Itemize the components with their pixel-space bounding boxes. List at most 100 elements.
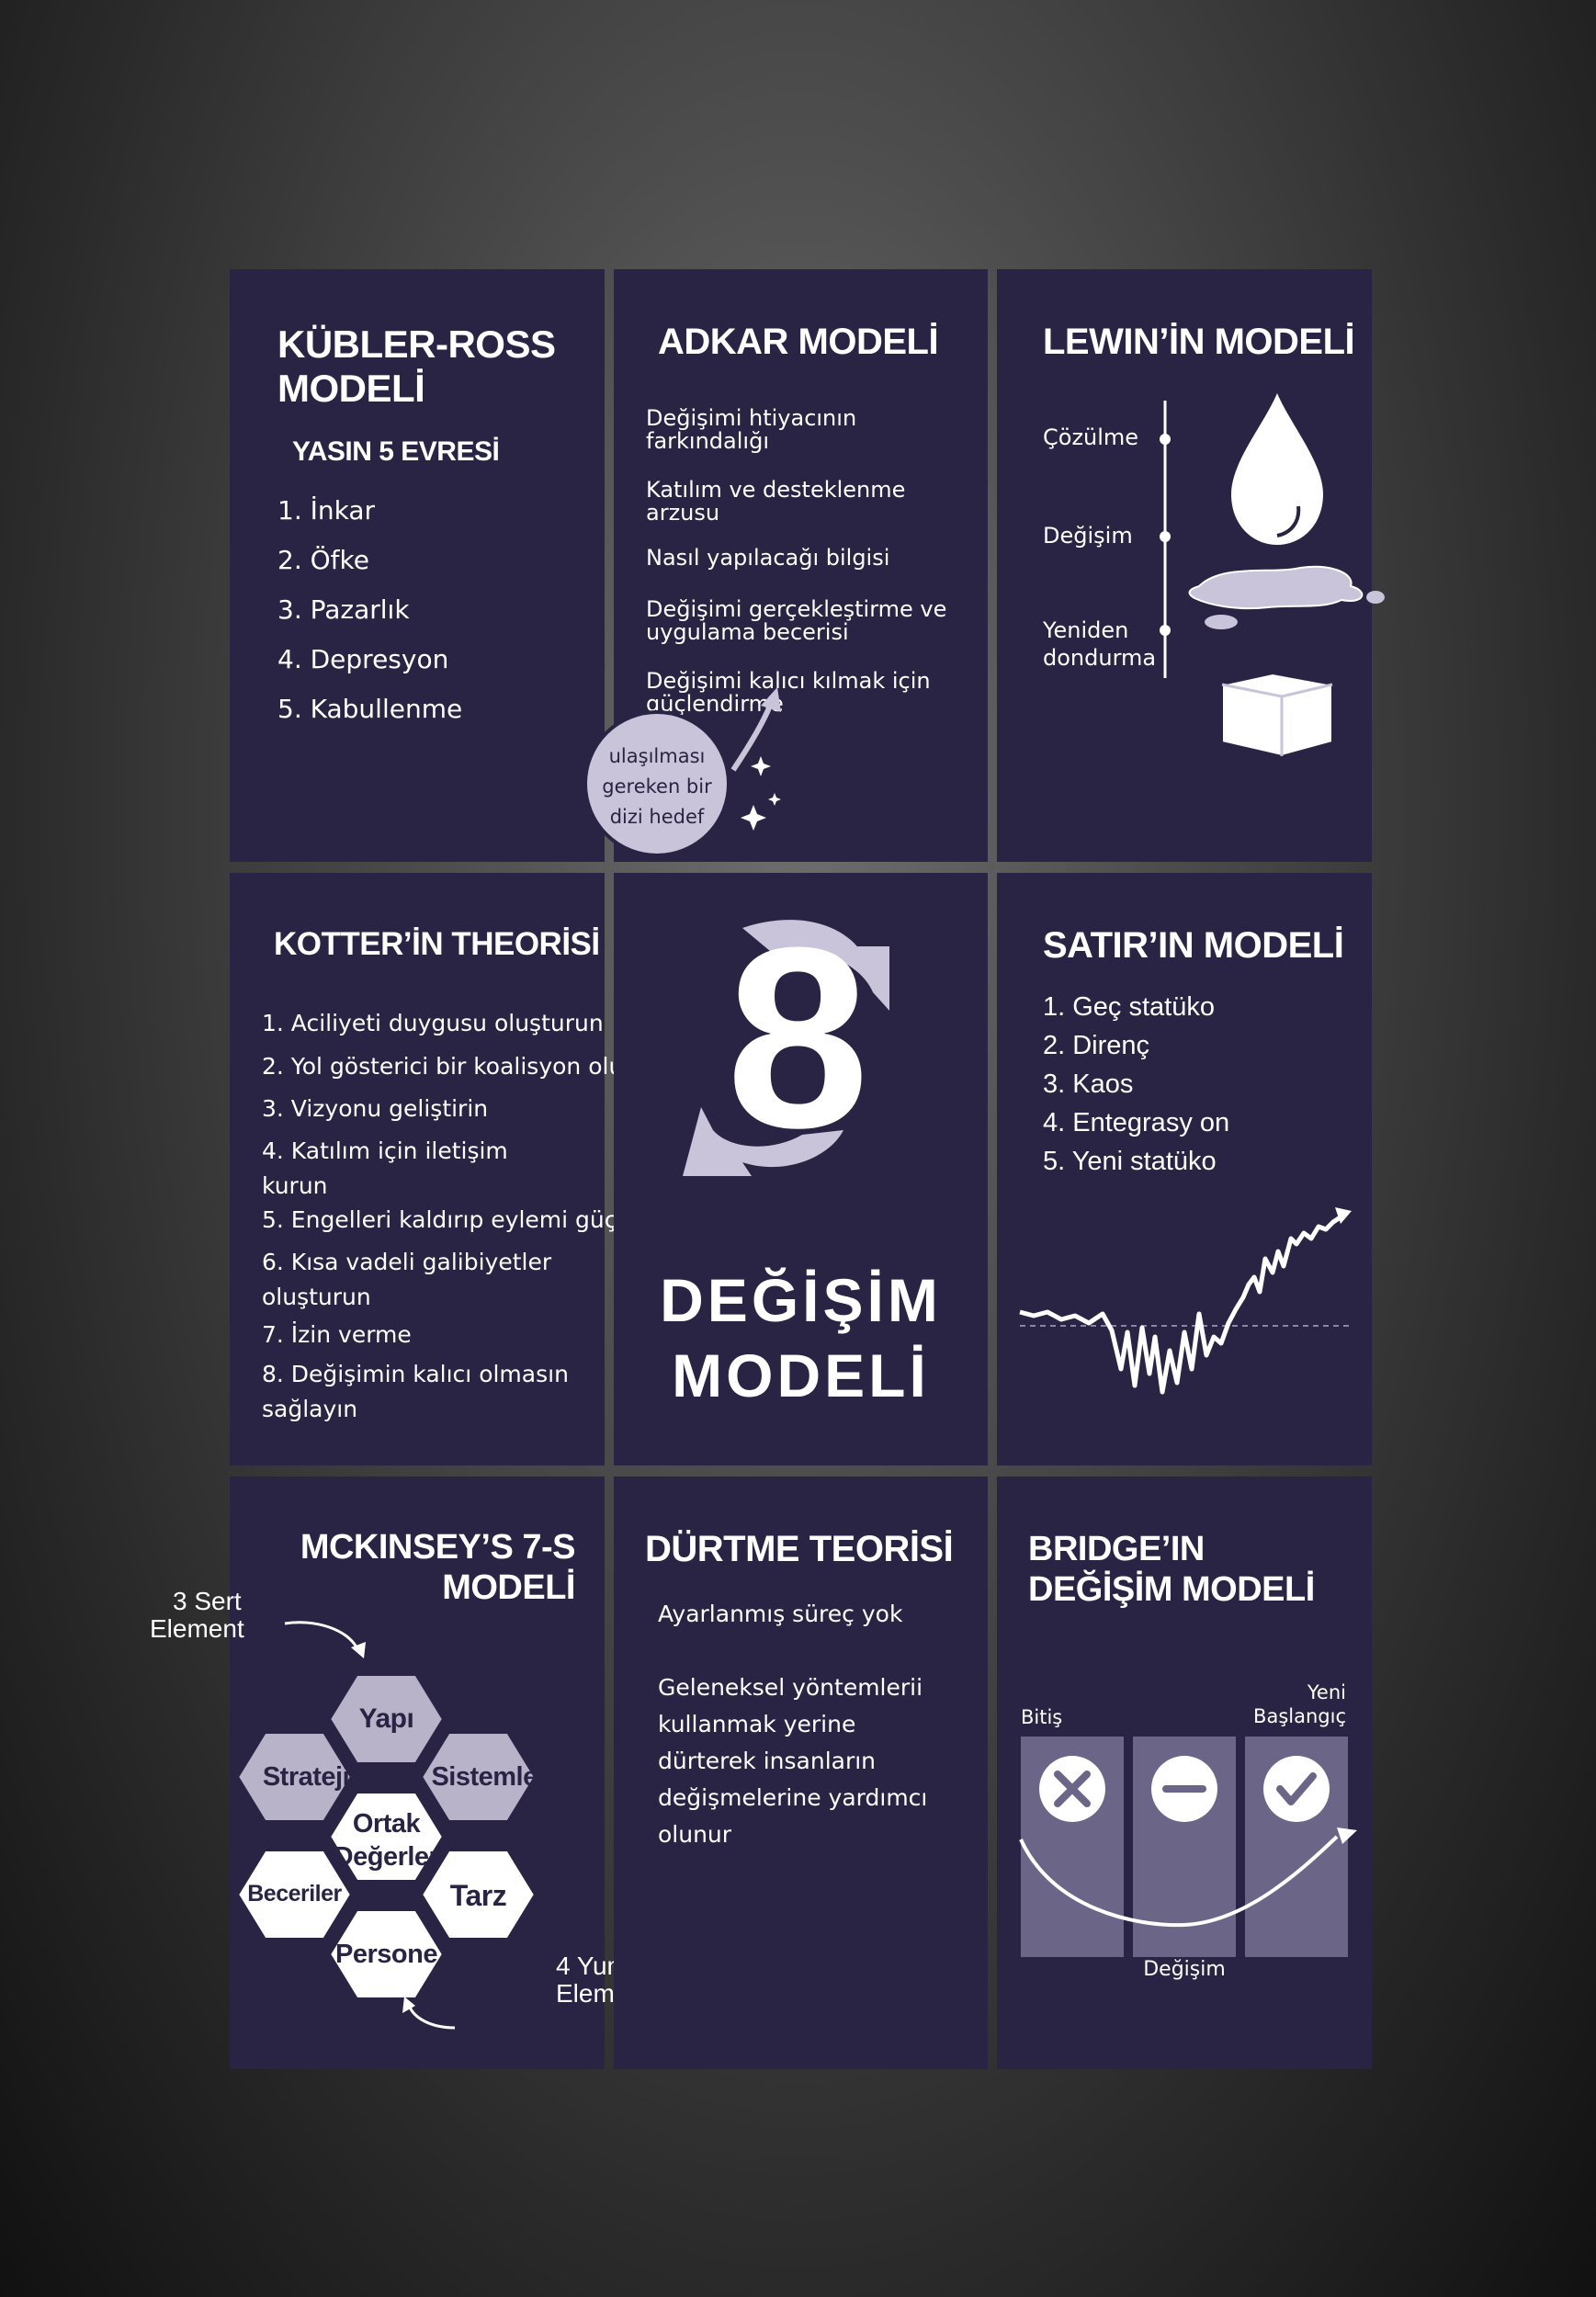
bridge-title-line1: BRIDGE’IN — [1028, 1530, 1205, 1568]
adkar-item-line: Değişimi htiyacının — [646, 405, 857, 431]
durtme-panel: DÜRTME TEORİSİ Ayarlanmış süreç yok Gele… — [614, 1477, 988, 2069]
hard-elements-label: 3 Sert Element — [150, 1587, 244, 1643]
adkar-title: ADKAR MODELİ — [658, 322, 939, 362]
bridge-panel: BRIDGE’IN DEĞİŞİM MODELİ Bitiş Yeni Başl… — [997, 1477, 1372, 2069]
lewin-stage-label: Çözülme — [1043, 424, 1138, 451]
bridge-diagram — [1019, 1737, 1357, 1957]
arrow-hard-elements-icon — [284, 1621, 360, 1652]
adkar-item-line: uygulama becerisi — [646, 619, 849, 645]
durtme-body-line: olunur — [658, 1821, 732, 1848]
durtme-body-line: Geleneksel yöntemlerii — [658, 1674, 923, 1701]
durtme-body: Geleneksel yöntemlerii kullanmak yerine … — [658, 1669, 927, 1853]
goal-bubble: ulaşılması gereken bir dizi hedef — [583, 710, 730, 857]
seven-s-hexagons — [234, 1621, 538, 2030]
sparkle-icon — [768, 793, 781, 806]
hex-label-line: Ortak — [352, 1809, 421, 1839]
kubler-ross-panel: KÜBLER-ROSS MODELİ YASIN 5 EVRESİ 1. İnk… — [230, 269, 605, 862]
hex-style — [418, 1848, 538, 1941]
kubler-stage-item: 4. Depresyon — [277, 644, 449, 674]
hex-label: Ortak Değerler — [320, 1807, 453, 1873]
adkar-item: Değişimi kalıcı kılmak için güçlendirme — [646, 670, 931, 716]
hex-strategy — [234, 1730, 355, 1824]
hard-elements-line: 3 Sert — [173, 1587, 242, 1615]
kubler-stage-item: 2. Öfke — [277, 545, 369, 575]
kubler-stage-list: 1. İnkar 2. Öfke 3. Pazarlık 4. Depresyo… — [277, 495, 462, 743]
kubler-stage-item: 5. Kabullenme — [277, 694, 463, 724]
hex-shared-values — [326, 1790, 447, 1884]
satir-stage-item: 3. Kaos — [1043, 1069, 1134, 1099]
water-drop-icon — [1231, 393, 1323, 545]
bridge-change-label: Değişim — [1143, 1958, 1226, 1981]
goal-bubble-text: ulaşılması gereken bir dizi hedef — [587, 741, 727, 832]
bridge-new-line: Yeni — [1307, 1681, 1346, 1703]
bridge-title-line2: DEĞİŞİM MODELİ — [1028, 1569, 1315, 1609]
goal-bubble-line: dizi hedef — [609, 806, 705, 828]
bridge-curve — [1019, 1835, 1339, 1928]
satir-stage-item: 4. Entegrasy on — [1043, 1108, 1230, 1137]
minus-circle-icon — [1151, 1756, 1217, 1822]
hex-skills — [234, 1848, 355, 1941]
bridge-title: BRIDGE’IN DEĞİŞİM MODELİ — [1028, 1530, 1315, 1610]
mckinsey-title-line2: MODELİ — [442, 1567, 575, 1607]
bridge-new-label: Yeni Başlangıç — [1217, 1680, 1346, 1728]
kotter-step-line: kurun — [262, 1172, 328, 1199]
goal-bubble-line: ulaşılması — [608, 745, 706, 767]
adkar-item-line: Katılım ve desteklenme — [646, 477, 906, 503]
durtme-line1: Ayarlanmış süreç yok — [658, 1601, 903, 1627]
mckinsey-panel: MCKINSEY’S 7-S MODELİ Yapı Strateji Sist… — [230, 1477, 605, 2069]
satir-stage-list: 1. Geç statüko 2. Direnç 3. Kaos 4. Ente… — [1043, 992, 1229, 1185]
bridge-curve-arrow — [1337, 1827, 1357, 1844]
satir-panel: SATIR’IN MODELİ 1. Geç statüko 2. Direnç… — [997, 873, 1372, 1465]
hex-label: Tarz — [449, 1879, 507, 1912]
hard-elements-line: Element — [150, 1614, 244, 1643]
satir-stage-item: 1. Geç statüko — [1043, 992, 1215, 1022]
adkar-item: Değişimi htiyacının farkındalığı — [646, 407, 856, 453]
satir-title: SATIR’IN MODELİ — [1043, 925, 1344, 966]
kotter-step: 4. Katılım için iletişim kurun — [262, 1134, 508, 1204]
arrow-soft-elements-icon — [407, 2004, 456, 2030]
center-title-line1: DEĞİŞİM — [660, 1266, 942, 1334]
kotter-title: KOTTER’İN THEORİSİ — [274, 926, 600, 962]
kotter-step: 1. Aciliyeti duygusu oluşturun — [262, 1006, 604, 1041]
durtme-body-line: kullanmak yerine — [658, 1711, 856, 1737]
adkar-item: Değişimi gerçekleştirme ve uygulama bece… — [646, 598, 946, 644]
kubler-stage-item: 3. Pazarlık — [277, 594, 410, 625]
hex-staff — [326, 1907, 447, 2001]
ice-cube-icon — [1221, 672, 1333, 758]
hex-label: Persone — [335, 1940, 437, 1969]
lewin-timeline — [1160, 393, 1385, 758]
hex-label: Yapı — [358, 1703, 414, 1734]
mckinsey-title: MCKINSEY’S 7-S MODELİ — [230, 1528, 576, 1608]
lewin-stage-line: dondurma — [1043, 645, 1157, 671]
kotter-step-line: 7. İzin verme — [262, 1321, 412, 1348]
kubler-title-line2: MODELİ — [277, 367, 425, 411]
adkar-item-line: farkındalığı — [646, 428, 769, 454]
hex-label-line: Değerler — [334, 1842, 439, 1872]
kubler-title-line1: KÜBLER-ROSS — [277, 322, 556, 366]
bridge-new-line: Başlangıç — [1253, 1705, 1346, 1727]
durtme-body-line: dürterek insanların — [658, 1748, 877, 1774]
kotter-step-line: 1. Aciliyeti duygusu oluşturun — [262, 1010, 604, 1036]
adkar-item-line: Değişimi kalıcı kılmak için — [646, 668, 931, 694]
circular-arrows-icon — [683, 920, 889, 1176]
satir-stage-item: 5. Yeni statüko — [1043, 1147, 1217, 1176]
adkar-item-line: arzusu — [646, 500, 720, 526]
adkar-item: Nasıl yapılacağı bilgisi — [646, 547, 889, 570]
x-circle-icon — [1039, 1756, 1105, 1822]
bridge-end-label: Bitiş — [1021, 1706, 1063, 1728]
durtme-body-line: değişmelerine yardımcı — [658, 1784, 928, 1811]
kotter-step-line: 4. Katılım için iletişim — [262, 1137, 508, 1164]
arrow-up-right-icon — [730, 687, 781, 831]
lewin-title: LEWIN’İN MODELİ — [1043, 322, 1355, 362]
kubler-subtitle: YASIN 5 EVRESİ — [292, 436, 500, 467]
kotter-step: 3. Vizyonu geliştirin — [262, 1092, 488, 1126]
satir-stage-item: 2. Direnç — [1043, 1031, 1150, 1060]
adkar-item-line: Nasıl yapılacağı bilgisi — [646, 545, 890, 571]
lewin-stage-line: Çözülme — [1043, 424, 1139, 450]
kotter-step-line: sağlayın — [262, 1396, 358, 1422]
lewin-panel: LEWIN’İN MODELİ Çözülme Değişim Yeniden … — [997, 269, 1385, 862]
puddle-icon — [1188, 565, 1385, 629]
center-number: 8 — [726, 895, 869, 1182]
